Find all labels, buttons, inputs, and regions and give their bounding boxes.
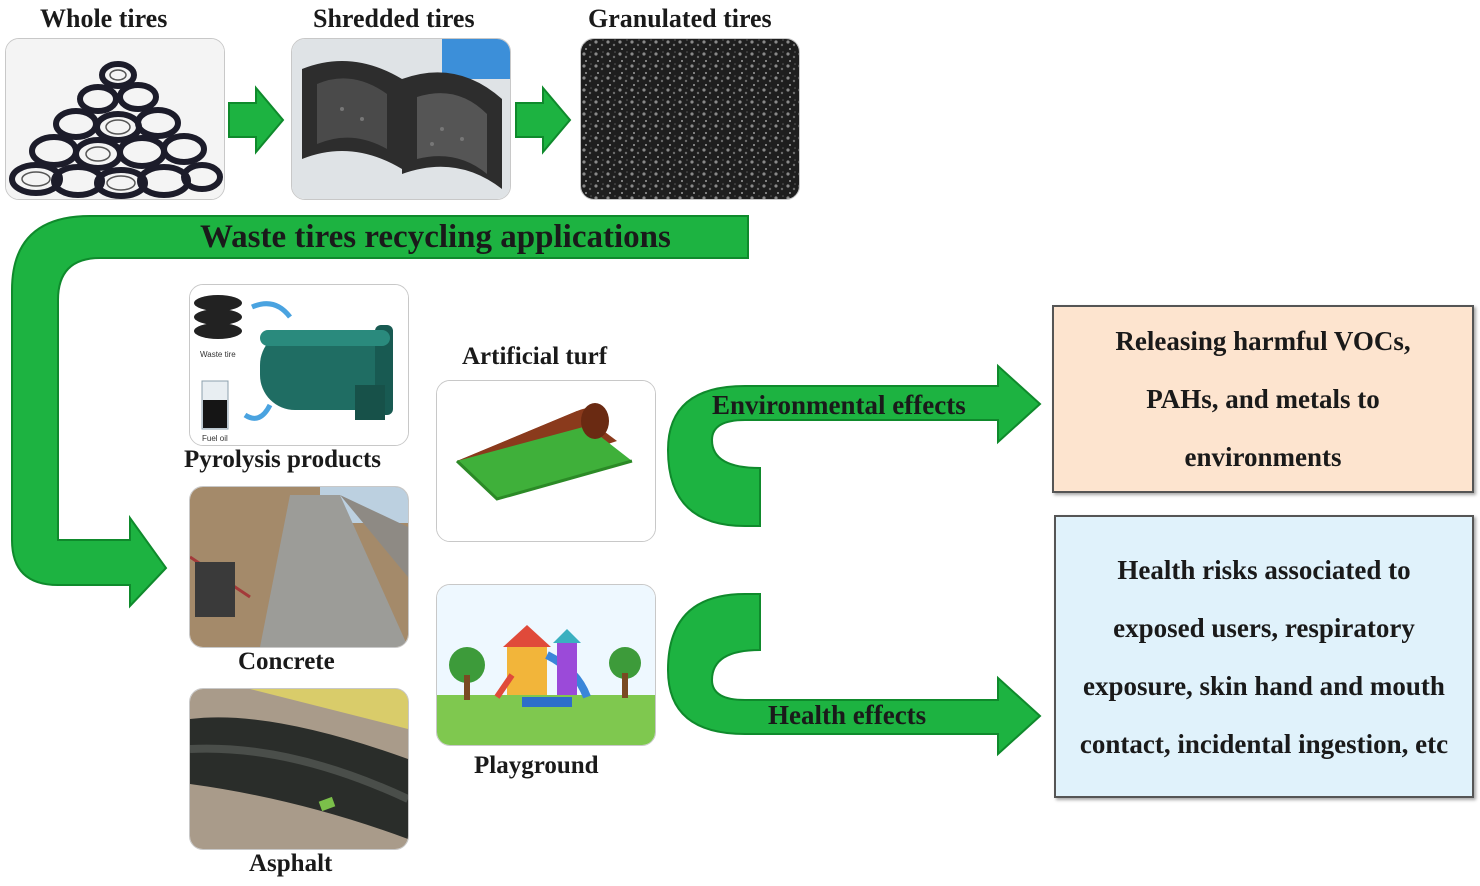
playground-illustration xyxy=(437,585,655,745)
granulated-tires-label: Granulated tires xyxy=(588,4,772,33)
asphalt-rubber-photo xyxy=(190,689,408,849)
playground-image xyxy=(436,584,656,746)
concrete-image xyxy=(189,486,409,648)
health-effects-text: Health risks associated to exposed users… xyxy=(1079,554,1449,759)
arrow-health-effects xyxy=(666,593,1042,757)
pyrolysis-label: Pyrolysis products xyxy=(184,446,382,473)
shredded-tires-label: Shredded tires xyxy=(313,4,475,33)
environmental-effects-box: Releasing harmful VOCs, PAHs, and metals… xyxy=(1052,305,1474,493)
shredded-tires-image xyxy=(291,38,511,200)
artificial-turf-label: Artificial turf xyxy=(462,343,608,370)
arrow-whole-to-shredded xyxy=(228,85,285,155)
arrow-shredded-to-granulated xyxy=(515,85,572,155)
arrow-environmental-effects xyxy=(666,363,1042,527)
asphalt-image xyxy=(189,688,409,850)
banner-title: Waste tires recycling applications xyxy=(200,219,671,255)
concrete-sidewalk-photo xyxy=(190,487,408,647)
health-effects-box: Health risks associated to exposed users… xyxy=(1054,515,1474,798)
artificial-turf-image xyxy=(436,380,656,542)
environmental-effects-label: Environmental effects xyxy=(712,390,966,420)
shredded-tires-photo xyxy=(292,39,510,199)
whole-tires-image xyxy=(5,38,225,200)
waste-tire-caption: Waste tire xyxy=(200,350,236,359)
granulated-rubber-texture xyxy=(581,39,799,199)
playground-label: Playground xyxy=(474,752,599,779)
concrete-label: Concrete xyxy=(238,648,335,675)
asphalt-label: Asphalt xyxy=(249,850,333,877)
health-effects-label: Health effects xyxy=(768,700,927,730)
environmental-effects-text: Releasing harmful VOCs, PAHs, and metals… xyxy=(1115,326,1411,472)
pyrolysis-image: Waste tire Fuel oil xyxy=(189,284,409,446)
granulated-tires-image xyxy=(580,38,800,200)
arrow-recycling-bend xyxy=(11,215,749,609)
tire-pile-illustration xyxy=(6,39,224,199)
fuel-oil-caption: Fuel oil xyxy=(202,434,228,443)
pyrolysis-reactor-illustration: Waste tire Fuel oil xyxy=(190,285,408,445)
turf-roll-illustration xyxy=(437,381,655,541)
whole-tires-label: Whole tires xyxy=(40,4,168,33)
